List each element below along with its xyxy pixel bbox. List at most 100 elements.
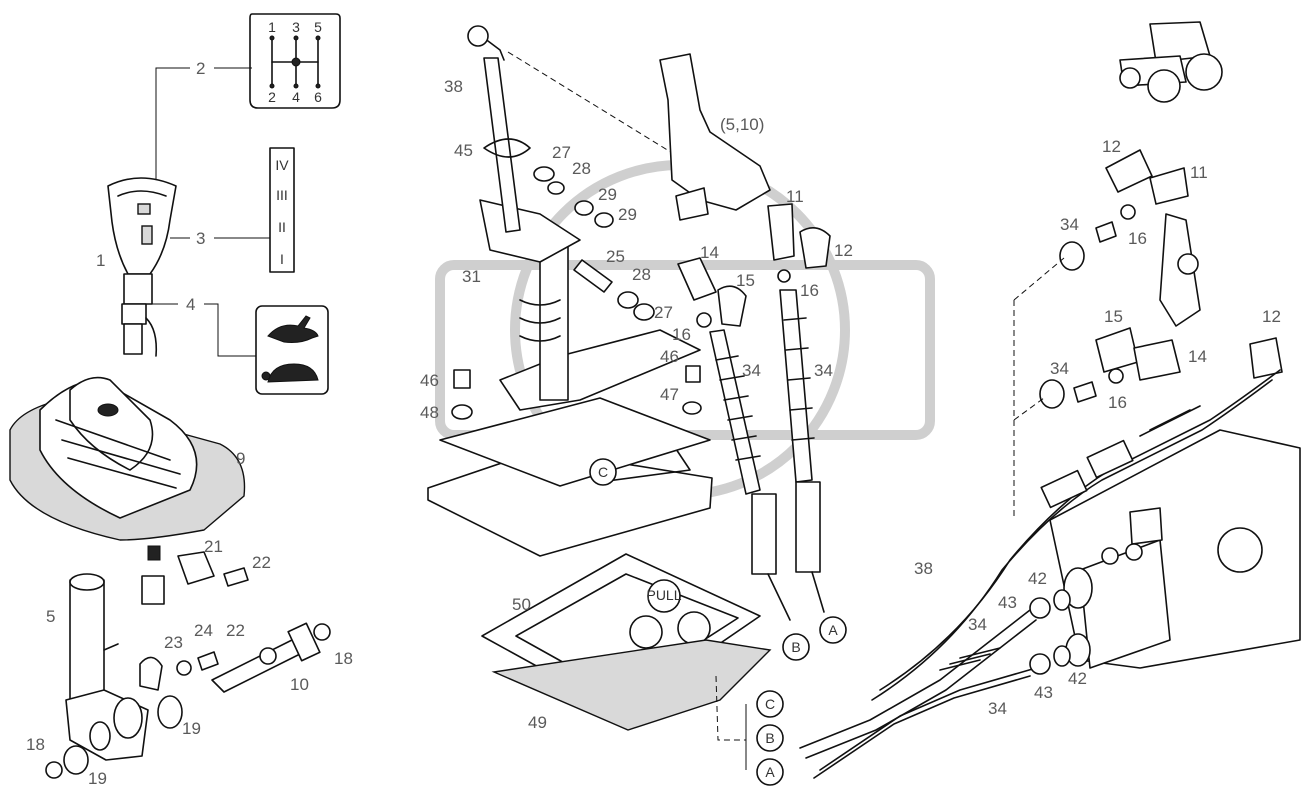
- callout-16b: 16: [800, 281, 819, 300]
- callout-12a: 12: [834, 241, 853, 260]
- dashed-leaders: [715, 257, 1065, 770]
- shift-pos-6: 6: [314, 89, 322, 105]
- callout-43b: 43: [1034, 683, 1053, 702]
- range-iv: IV: [275, 157, 289, 173]
- callout-43a: 43: [998, 593, 1017, 612]
- callout-46b: 46: [660, 347, 679, 366]
- gasket-49: [491, 639, 772, 731]
- callout-29a: 29: [598, 185, 617, 204]
- callout-15a: 15: [736, 271, 755, 290]
- dust-boot: [9, 376, 246, 541]
- callout-12c: 12: [1262, 307, 1281, 326]
- callout-49: 49: [528, 713, 547, 732]
- callout-34c: 34: [1060, 215, 1079, 234]
- tortoise-icon: [261, 363, 319, 383]
- range-ii: II: [278, 219, 286, 235]
- callout-46a: 46: [420, 371, 439, 390]
- callout-42b: 42: [1068, 669, 1087, 688]
- circlip-18: [45, 623, 331, 779]
- callout-19a: 19: [182, 719, 201, 738]
- clip-45: [483, 138, 531, 158]
- callout-34e: 34: [968, 615, 987, 634]
- callout-23: 23: [164, 633, 183, 652]
- callout-34a: 34: [742, 361, 761, 380]
- range-decal: IV III II I: [269, 147, 295, 273]
- callout-22b: 22: [226, 621, 245, 640]
- tractor-icon: [1119, 21, 1223, 103]
- callout-27b: 27: [654, 303, 673, 322]
- small-parts-21-24: [139, 545, 249, 691]
- lever-housing: [65, 573, 149, 761]
- marker-b-1: B: [791, 639, 800, 655]
- marker-c-2: C: [765, 696, 775, 712]
- callout-21: 21: [204, 537, 223, 556]
- range-i: I: [280, 251, 284, 267]
- callout-22a: 22: [252, 553, 271, 572]
- washers-27-29: [533, 166, 655, 321]
- shift-pos-5: 5: [314, 19, 322, 35]
- clevis-parts-11-16: [677, 203, 831, 328]
- callout-34f: 34: [988, 699, 1007, 718]
- shift-pos-4: 4: [292, 89, 300, 105]
- callout-28b: 28: [632, 265, 651, 284]
- selector-lever-5-10: [659, 53, 771, 221]
- callout-28a: 28: [572, 159, 591, 178]
- callout-10: 10: [290, 675, 309, 694]
- callout-1: 1: [96, 251, 105, 270]
- callout-2: 2: [196, 59, 205, 78]
- shift-pos-3: 3: [292, 19, 300, 35]
- marker-b-2: B: [765, 730, 774, 746]
- marker-a-1: A: [828, 622, 838, 638]
- decal-text: PULL: [646, 587, 681, 603]
- callout-9: 9: [236, 449, 245, 468]
- cable-34-right: [779, 289, 825, 613]
- shift-pos-2: 2: [268, 89, 276, 105]
- callout-16c: 16: [1128, 229, 1147, 248]
- callout-34b: 34: [814, 361, 833, 380]
- callout-5: 5: [46, 607, 55, 626]
- linkage-rod-10: [211, 622, 321, 693]
- clevis-group-upper: [1059, 149, 1201, 327]
- callout-12b: 12: [1102, 137, 1121, 156]
- callout-31: 31: [462, 267, 481, 286]
- callout-16a: 16: [672, 325, 691, 344]
- callout-38a: 38: [444, 77, 463, 96]
- callout-19b: 19: [88, 769, 107, 788]
- callout-24: 24: [194, 621, 213, 640]
- bolts-46-48: [451, 365, 702, 420]
- callout-4: 4: [186, 295, 195, 314]
- cable-38: [871, 369, 1281, 701]
- callout-18b: 18: [26, 735, 45, 754]
- callout-29b: 29: [618, 205, 637, 224]
- callout-45: 45: [454, 141, 473, 160]
- gear-lever-knob: [107, 177, 177, 357]
- shift-pattern-decal: 1 3 5 2 4 6: [249, 13, 341, 109]
- callout-18a: 18: [334, 649, 353, 668]
- callout-14b: 14: [1188, 347, 1207, 366]
- bushing-19: [63, 695, 183, 775]
- callout-38b: 38: [914, 559, 933, 578]
- leader-lines-left: [150, 67, 270, 357]
- marker-a-2: A: [765, 764, 775, 780]
- range-iii: III: [276, 187, 288, 203]
- speed-decal: [255, 305, 329, 395]
- callout-11a: 11: [786, 187, 804, 206]
- callout-50: 50: [512, 595, 531, 614]
- callout-15b: 15: [1104, 307, 1123, 326]
- callout-47: 47: [660, 385, 679, 404]
- callout-34d: 34: [1050, 359, 1069, 378]
- transmission-housing: [1049, 429, 1301, 669]
- cables-34-lower: [799, 589, 1071, 779]
- callout-48: 48: [420, 403, 439, 422]
- callout-42a: 42: [1028, 569, 1047, 588]
- callout-14a: 14: [700, 243, 719, 262]
- callout-16d: 16: [1108, 393, 1127, 412]
- circle-markers: C B A C B A: [589, 458, 847, 786]
- callout-5-10: (5,10): [720, 115, 764, 134]
- marker-c-1: C: [598, 464, 608, 480]
- upper-shift-rod-38: [467, 25, 701, 233]
- shift-pos-1: 1: [268, 19, 276, 35]
- callout-11b: 11: [1190, 163, 1208, 182]
- callout-27a: 27: [552, 143, 571, 162]
